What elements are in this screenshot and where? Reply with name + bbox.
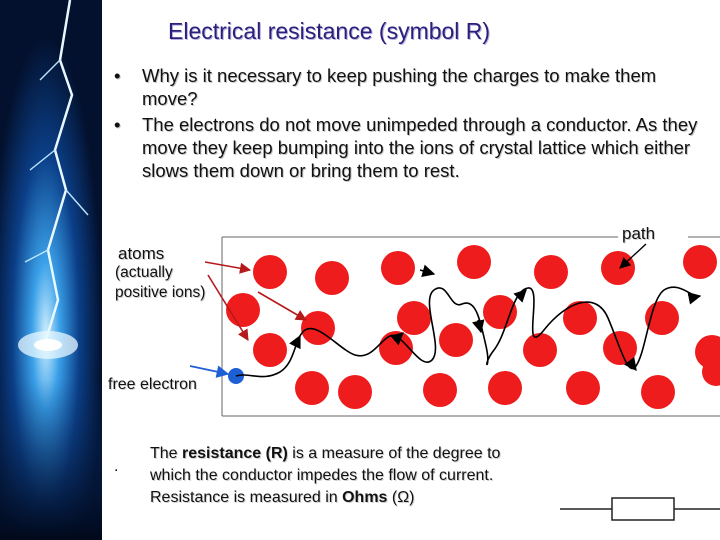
ion <box>253 255 287 289</box>
path-arrow <box>296 336 300 344</box>
ion <box>601 251 635 285</box>
ions-label-line1: (actually <box>115 264 173 282</box>
atoms-label: atoms <box>118 244 164 264</box>
ion <box>295 371 329 405</box>
ion <box>566 371 600 405</box>
path-label: path <box>622 224 655 244</box>
ion <box>683 245 717 279</box>
caption-marker: . <box>114 458 118 476</box>
ion <box>563 301 597 335</box>
ion <box>534 255 568 289</box>
ion <box>315 261 349 295</box>
path-arrow <box>690 296 700 298</box>
atoms-pointer-arrow <box>205 262 250 270</box>
ion <box>457 245 491 279</box>
ion <box>397 301 431 335</box>
ion <box>523 333 557 367</box>
path-arrow <box>420 270 434 274</box>
ions-pointer-arrow <box>258 292 306 320</box>
ion <box>483 295 517 329</box>
ion <box>301 311 335 345</box>
ions-label-line2: positive ions) <box>115 284 205 302</box>
caption-text: The resistance (R) is a measure of the d… <box>150 443 500 509</box>
caption-line1: The resistance (R) is a measure of the d… <box>150 443 500 465</box>
ion <box>423 373 457 407</box>
free-electron-label: free electron <box>108 376 197 394</box>
ion <box>439 323 473 357</box>
caption-term-resistance: resistance (R) <box>182 445 288 462</box>
caption-line2: which the conductor impedes the flow of … <box>150 465 500 487</box>
caption-text-part: is a measure of the degree to <box>288 445 501 462</box>
ion <box>641 375 675 409</box>
caption-term-ohms: Ohms <box>342 489 387 506</box>
caption-line3: Resistance is measured in Ohms (Ω) <box>150 487 500 509</box>
caption-text-part: (Ω) <box>387 489 414 506</box>
caption-text-part: Resistance is measured in <box>150 489 342 506</box>
ion <box>253 333 287 367</box>
ion <box>488 371 522 405</box>
ion <box>338 375 372 409</box>
ion <box>381 251 415 285</box>
caption-text-part: The <box>150 445 182 462</box>
ion <box>226 293 260 327</box>
resistor-symbol <box>560 480 720 540</box>
